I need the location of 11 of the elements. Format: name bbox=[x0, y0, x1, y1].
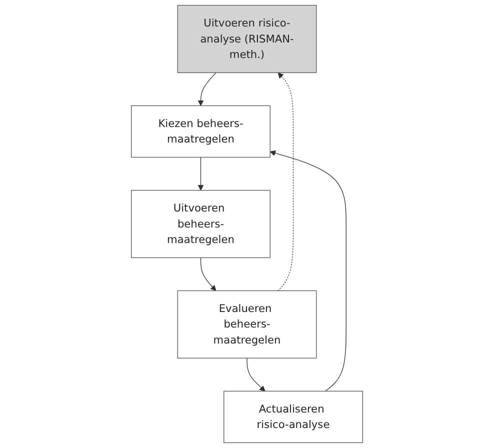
arrow bbox=[197, 156, 204, 191]
arrow bbox=[246, 358, 265, 392]
node-box: Kiezen beheers-maatregelen bbox=[130, 105, 270, 158]
node-box: Actualiseren risico-analyse bbox=[223, 390, 362, 444]
arrow bbox=[277, 72, 294, 292]
arrow bbox=[197, 72, 216, 106]
node-box: Uitvoeren risico-analyse (RISMAN-meth.) bbox=[176, 4, 316, 74]
node-box: Evalueren beheers-maatregelen bbox=[176, 290, 316, 358]
arrow bbox=[269, 150, 346, 392]
node-box: Uitvoeren beheers-maatregelen bbox=[130, 190, 270, 258]
arrow bbox=[200, 257, 216, 291]
